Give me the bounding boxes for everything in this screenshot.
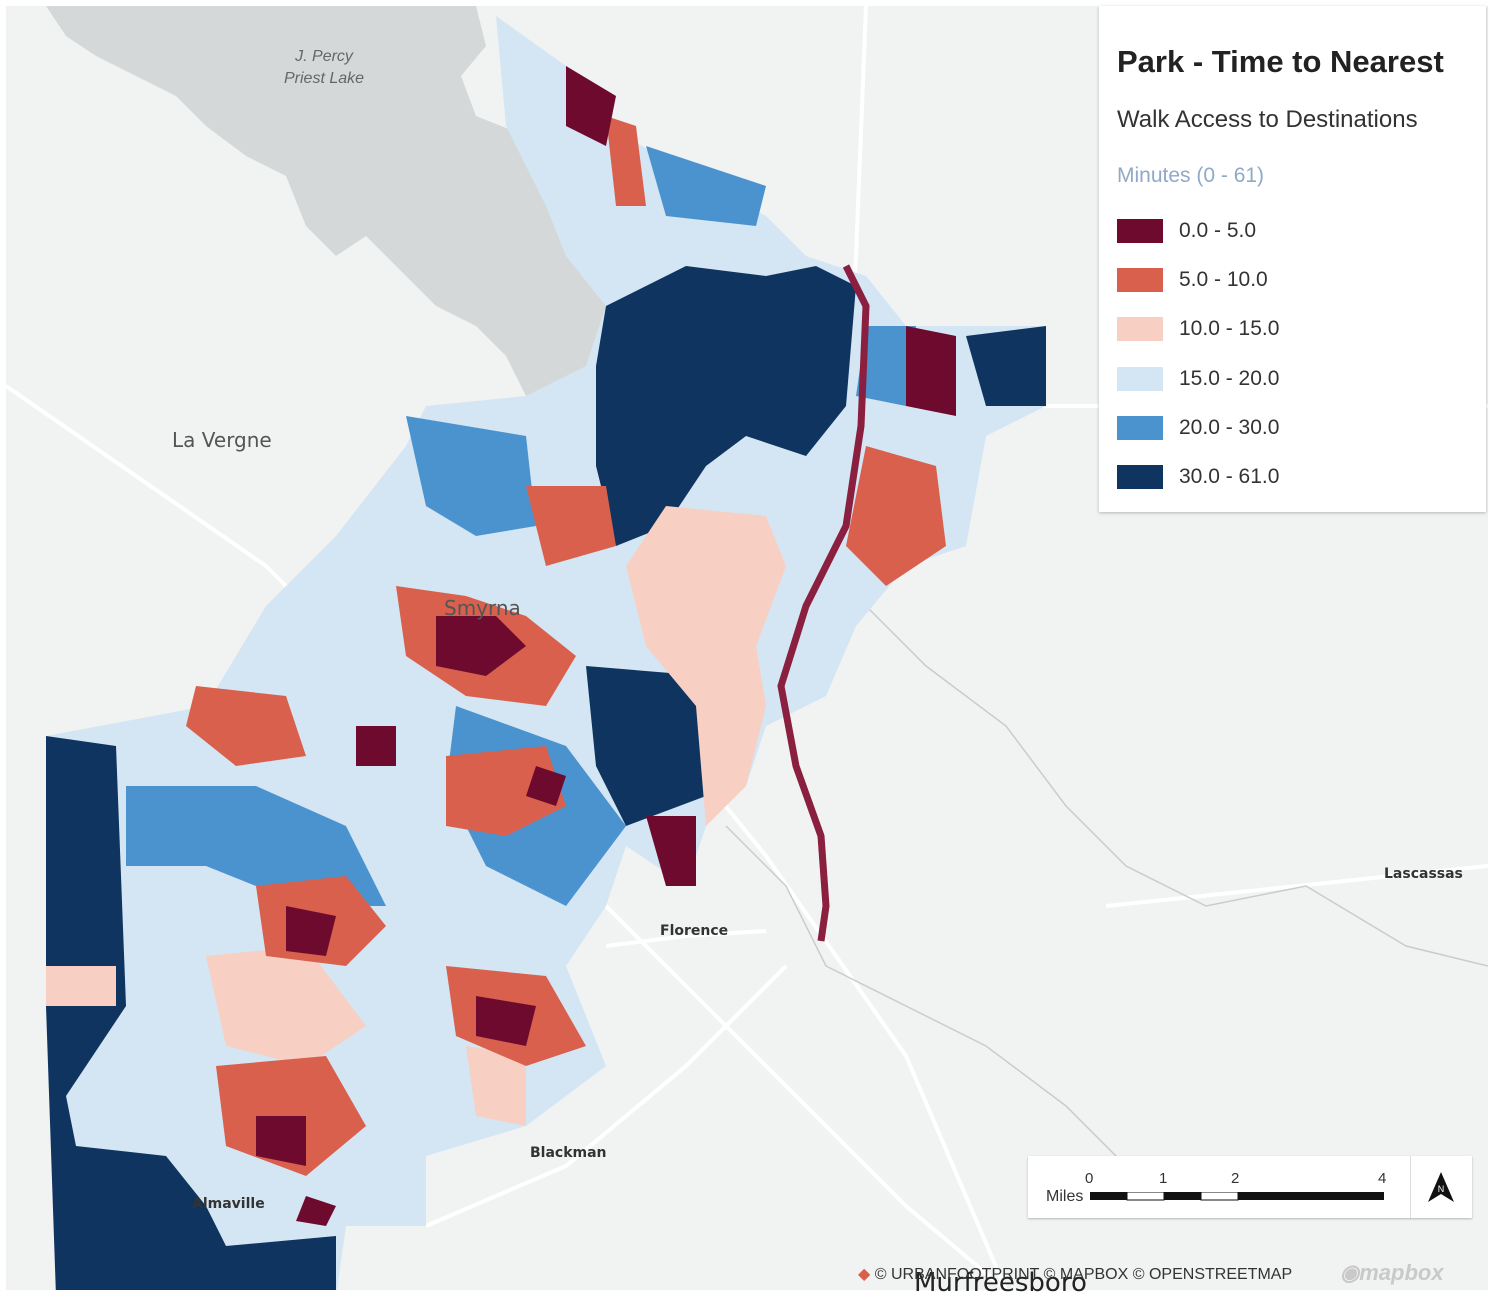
river-lines xyxy=(725,605,1488,1167)
place-la-vergne: La Vergne xyxy=(172,428,272,452)
legend-swatch xyxy=(1117,465,1163,490)
scale-tick-2: 2 xyxy=(1231,1170,1240,1187)
legend-item-label: 20.0 - 30.0 xyxy=(1179,415,1280,439)
legend-item: 10.0 - 15.0 xyxy=(1117,305,1486,354)
lake-label-line2: Priest Lake xyxy=(284,70,365,87)
map-attribution[interactable]: ◆ © URBANFOOTPRINT © MAPBOX © OPENSTREET… xyxy=(858,1264,1292,1284)
place-murfreesboro: Murfreesboro xyxy=(914,1268,1087,1298)
mapbox-logo-text: mapbox xyxy=(1359,1260,1444,1285)
north-arrow-icon: N xyxy=(1428,1172,1454,1202)
legend-item-label: 15.0 - 20.0 xyxy=(1179,366,1280,390)
legend-item-label: 5.0 - 10.0 xyxy=(1179,267,1268,291)
scale-divider xyxy=(1410,1156,1411,1218)
attribution-text: © URBANFOOTPRINT © MAPBOX © OPENSTREETMA… xyxy=(874,1266,1293,1283)
scale-bar-box: 0 1 2 4 Miles N xyxy=(1028,1156,1472,1218)
scale-bar xyxy=(1090,1192,1384,1201)
legend-item-label: 30.0 - 61.0 xyxy=(1179,465,1280,489)
legend-item-label: 10.0 - 15.0 xyxy=(1179,317,1280,341)
legend-swatch xyxy=(1117,267,1163,292)
legend-swatch xyxy=(1117,415,1163,440)
legend-swatch xyxy=(1117,218,1163,243)
place-blackman: Blackman xyxy=(530,1145,607,1161)
legend-panel: Park - Time to Nearest Walk Access to De… xyxy=(1099,6,1486,512)
access-polygons xyxy=(46,16,1046,1290)
place-almaville: Almaville xyxy=(192,1196,265,1212)
lake-shape xyxy=(46,6,626,406)
legend-item: 15.0 - 20.0 xyxy=(1117,354,1486,403)
legend-subtitle: Walk Access to Destinations xyxy=(1117,106,1418,133)
interstate-line xyxy=(777,264,870,942)
legend-swatch xyxy=(1117,317,1163,342)
legend-item-label: 0.0 - 5.0 xyxy=(1179,218,1257,242)
lake-label-line1: J. Percy xyxy=(295,48,353,65)
place-smyrna: Smyrna xyxy=(444,596,521,620)
mapbox-icon: ◉ xyxy=(1340,1260,1360,1285)
scale-tick-0: 0 xyxy=(1085,1170,1094,1187)
legend-title: Park - Time to Nearest xyxy=(1117,44,1444,79)
lake-label: J. Percy Priest Lake xyxy=(284,46,364,90)
legend-item: 30.0 - 61.0 xyxy=(1117,452,1486,501)
legend-items: 0.0 - 5.0 5.0 - 10.0 10.0 - 15.0 15.0 - … xyxy=(1117,206,1486,502)
legend-item: 5.0 - 10.0 xyxy=(1117,255,1486,304)
legend-range-label: Minutes (0 - 61) xyxy=(1117,164,1265,187)
scale-tick-4: 4 xyxy=(1378,1170,1387,1187)
svg-text:N: N xyxy=(1438,1184,1445,1194)
legend-item: 0.0 - 5.0 xyxy=(1117,206,1486,255)
place-lascassas: Lascassas xyxy=(1384,866,1463,882)
mapbox-logo[interactable]: ◉mapbox xyxy=(1340,1260,1444,1286)
map-layer xyxy=(6,6,1488,1290)
scale-tick-1: 1 xyxy=(1159,1170,1168,1187)
legend-swatch xyxy=(1117,366,1163,391)
scale-unit-label: Miles xyxy=(1046,1188,1084,1205)
place-florence: Florence xyxy=(660,923,729,939)
urbanfootprint-logo-icon: ◆ xyxy=(858,1266,871,1283)
legend-item: 20.0 - 30.0 xyxy=(1117,403,1486,452)
